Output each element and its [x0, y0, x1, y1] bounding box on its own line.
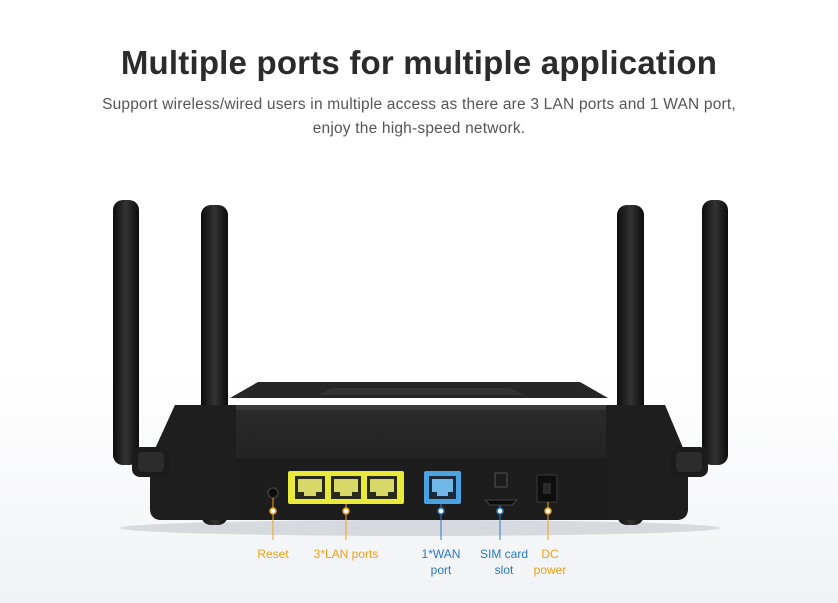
callout-reset — [269, 498, 277, 540]
antenna-right-outer — [702, 200, 728, 465]
label-wan-line1: 1*WAN — [421, 547, 461, 561]
callout-sim — [496, 505, 504, 540]
callout-lan — [342, 504, 350, 540]
label-dc-line2: power — [533, 563, 567, 577]
label-dc-power: DC power — [525, 546, 575, 578]
antenna-left-outer — [113, 200, 139, 465]
reset-button — [267, 487, 279, 499]
label-dc-line1: DC — [541, 547, 559, 561]
subtitle-line-1: Support wireless/wired users in multiple… — [102, 96, 736, 113]
label-sim-line1: SIM card — [479, 547, 528, 561]
headline: Multiple ports for multiple application — [120, 44, 718, 81]
sim-icon — [494, 472, 508, 488]
label-lan-ports: 3*LAN ports — [313, 547, 379, 561]
lan-port-3 — [367, 476, 397, 499]
label-sim-slot: SIM card slot — [473, 546, 535, 578]
lan-port-1 — [295, 476, 325, 499]
sim-card-slot — [483, 499, 519, 506]
label-wan-port: 1*WAN port — [411, 546, 471, 578]
lan-port-2 — [331, 476, 361, 499]
label-wan-line2: port — [430, 563, 452, 577]
callout-wan — [437, 504, 445, 540]
label-reset: Reset — [257, 547, 289, 561]
label-sim-line2: slot — [494, 563, 514, 577]
subtitle-line-2: enjoy the high-speed network. — [312, 120, 526, 137]
router-shadow — [120, 520, 720, 536]
callout-dc — [544, 502, 552, 540]
